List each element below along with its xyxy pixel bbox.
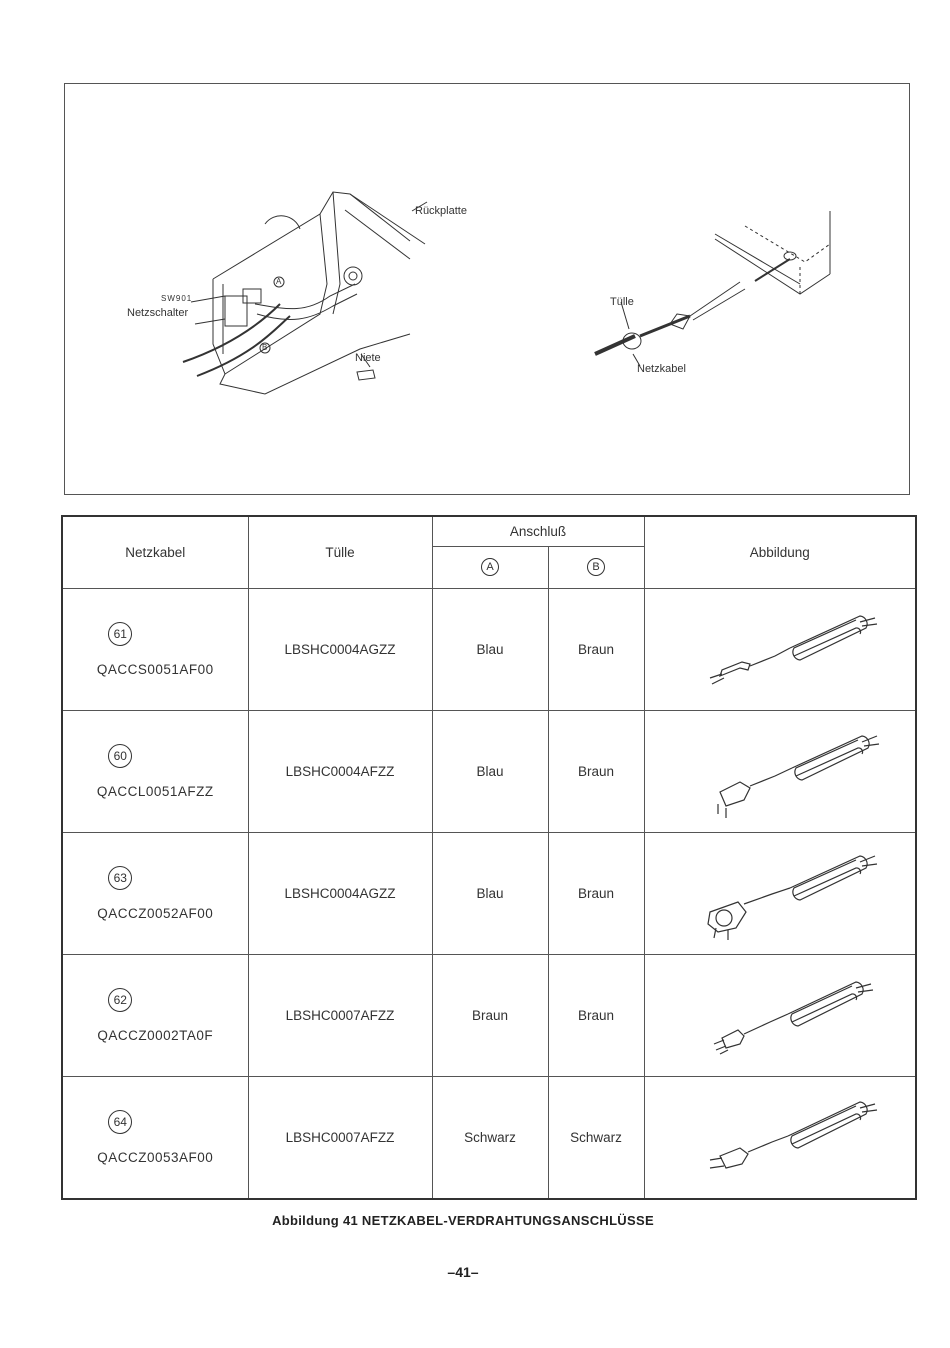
table-row: 61 QACCS0051AF00 LBSHC0004AGZZ Blau Brau… [61, 587, 917, 711]
figure-caption: Abbildung 41 NETZKABEL-VERDRAHTUNGSANSCH… [272, 1213, 654, 1228]
header-abbildung: Abbildung [643, 515, 917, 589]
anschluss-b: Braun [547, 709, 645, 833]
schuko-plug-icon [707, 855, 877, 940]
round-two-pin-plug-icon [709, 1101, 877, 1169]
netzkabel-code: QACCZ0053AF00 [97, 1150, 214, 1166]
netzkabel-cell: 60 QACCL0051AFZZ [61, 709, 249, 833]
table-row: 62 QACCZ0002TA0F LBSHC0007AFZZ Braun Bra… [61, 954, 917, 1078]
netzkabel-cell: 61 QACCS0051AF00 [61, 587, 249, 711]
tuelle-code: LBSHC0007AFZZ [247, 954, 433, 1078]
anschluss-a: Blau [431, 831, 549, 956]
angled-two-pin-plug-icon [717, 735, 879, 818]
index-badge: 60 [108, 743, 133, 768]
anschluss-a: Braun [431, 954, 549, 1078]
flat-two-pin-plug-icon [709, 615, 877, 685]
netzkabel-code: QACCZ0052AF00 [97, 906, 214, 921]
tuelle-code: LBSHC0004AFZZ [247, 709, 433, 833]
index-badge: 64 [108, 1110, 133, 1135]
wiring-drawing [182, 191, 831, 395]
tuelle-code: LBSHC0004AGZZ [247, 587, 433, 711]
anschluss-a: Schwarz [431, 1076, 549, 1200]
label-rueckplatte: Rückplatte [415, 205, 467, 217]
table-row: 60 QACCL0051AFZZ LBSHC0004AFZZ Blau Brau… [61, 709, 917, 833]
three-pin-plug-icon [713, 981, 873, 1055]
label-netzkabel: Netzkabel [637, 363, 686, 375]
netzkabel-code: QACCZ0002TA0F [97, 1028, 214, 1044]
cable-illustration [643, 1076, 917, 1200]
cable-illustration [643, 587, 917, 711]
anschluss-b: Braun [547, 954, 645, 1078]
table-row: 64 QACCZ0053AF00 LBSHC0007AFZZ Schwarz S… [61, 1076, 917, 1200]
header-anschluss: Anschluß [431, 515, 645, 547]
page-number: –41– [447, 1264, 479, 1280]
parts-table: Netzkabel Tülle Anschluß Abbildung A B 6… [61, 515, 917, 1200]
anschluss-b: Schwarz [547, 1076, 645, 1200]
anschluss-a: Blau [431, 709, 549, 833]
index-badge: 62 [108, 988, 133, 1013]
tuelle-code: LBSHC0007AFZZ [247, 1076, 433, 1200]
header-b: B [547, 545, 645, 589]
label-tuelle: Tülle [610, 296, 634, 308]
wiring-figure: Rückplatte SW901 Netzschalter Niete Tüll… [64, 83, 910, 495]
header-netzkabel: Netzkabel [61, 515, 249, 589]
netzkabel-code: QACCL0051AFZZ [96, 783, 214, 799]
header-a: A [431, 545, 549, 589]
cable-illustration [643, 831, 917, 956]
header-tuelle: Tülle [247, 515, 433, 589]
netzkabel-cell: 64 QACCZ0053AF00 [61, 1076, 249, 1200]
anschluss-b: Braun [547, 831, 645, 956]
netzkabel-cell: 63 QACCZ0052AF00 [61, 831, 249, 956]
index-badge: 61 [108, 621, 133, 646]
cable-illustration [643, 954, 917, 1078]
anschluss-b: Braun [547, 587, 645, 711]
netzkabel-code: QACCS0051AF00 [96, 661, 214, 677]
label-sw901: SW901 [161, 294, 193, 303]
label-niete: Niete [355, 352, 381, 364]
table-row: 63 QACCZ0052AF00 LBSHC0004AGZZ Blau Brau… [61, 831, 917, 956]
anschluss-a: Blau [431, 587, 549, 711]
marker-b: B [262, 343, 268, 352]
label-netzschalter: Netzschalter [127, 307, 189, 319]
index-badge: 63 [108, 866, 133, 890]
tuelle-code: LBSHC0004AGZZ [247, 831, 433, 956]
marker-a: A [276, 277, 282, 286]
cable-illustration [643, 709, 917, 833]
netzkabel-cell: 62 QACCZ0002TA0F [61, 954, 249, 1078]
